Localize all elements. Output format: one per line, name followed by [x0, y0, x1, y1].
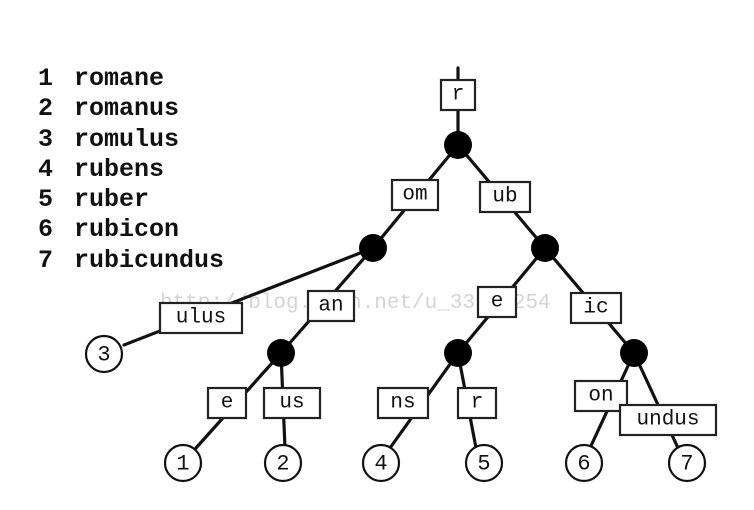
leaf-number: 3 [97, 343, 110, 368]
word-list-item: 2 romanus [38, 94, 224, 124]
edge-labels: r om ub ulus an e us e [158, 78, 718, 437]
label-box [569, 291, 623, 325]
label-text: ns [390, 392, 415, 415]
edge-label-ub: ub [478, 180, 532, 214]
word-text: rubens [74, 154, 165, 184]
leaf-node-3: 3 [84, 334, 124, 374]
label-box [476, 285, 518, 319]
tree-node [359, 234, 387, 262]
word-list-item: 5 ruber [38, 185, 224, 215]
word-number: 5 [38, 185, 54, 215]
word-list: 1 romane 2 romanus 3 romulus 4 rubens 5 ruber… [38, 64, 224, 276]
label-box [158, 301, 244, 335]
leaf-node-4: 4 [361, 443, 401, 483]
label-box [456, 386, 498, 420]
edge-label-om: om [390, 178, 440, 212]
word-number: 3 [38, 124, 54, 154]
edge-label-ic: ic [569, 291, 623, 325]
leaf-number: 7 [680, 452, 693, 477]
tree-node [531, 234, 559, 262]
label-text: an [318, 295, 343, 318]
label-text: e [221, 392, 234, 415]
word-number: 4 [38, 154, 54, 184]
edge-label-ulus: ulus [158, 301, 244, 335]
word-number: 2 [38, 94, 54, 124]
label-box [618, 403, 718, 437]
edge-label-undus: undus [618, 403, 718, 437]
leaf-circle [564, 443, 604, 483]
word-text: rubicon [74, 215, 180, 245]
label-box [206, 386, 248, 420]
tree-nodes [267, 131, 648, 367]
leaf-number: 5 [477, 452, 490, 477]
leaf-circle [361, 443, 401, 483]
leaf-node-2: 2 [263, 443, 303, 483]
edge-label-us: us [262, 386, 322, 420]
word-list-item: 6 rubicon [38, 215, 224, 245]
edge-label-on: on [573, 379, 629, 413]
leaf-nodes: 3 1 2 4 5 6 7 [84, 334, 707, 483]
label-text: on [588, 385, 613, 408]
label-text: e [491, 291, 504, 314]
edge-label-ns: ns [376, 386, 430, 420]
label-text: us [279, 392, 304, 415]
tree-node [444, 131, 472, 159]
word-text: romanus [74, 94, 180, 124]
label-text: r [452, 84, 465, 107]
leaf-number: 4 [374, 452, 387, 477]
label-box [573, 379, 629, 413]
edge-label-e-left: e [206, 386, 248, 420]
label-box [306, 289, 356, 323]
leaf-circle [263, 443, 303, 483]
word-text: rubicundus [74, 245, 225, 275]
label-text: ic [583, 297, 608, 320]
label-box [376, 386, 430, 420]
label-box [439, 78, 477, 112]
label-text: om [402, 184, 427, 207]
leaf-node-7: 7 [667, 443, 707, 483]
word-text: ruber [74, 185, 150, 215]
label-text: ub [492, 186, 517, 209]
label-box [478, 180, 532, 214]
word-text: romulus [74, 124, 180, 154]
tree-node [444, 339, 472, 367]
label-text: undus [636, 409, 699, 432]
leaf-node-1: 1 [163, 443, 203, 483]
word-list-item: 4 rubens [38, 155, 224, 185]
tree-node [620, 339, 648, 367]
label-text: r [471, 392, 484, 415]
tree-node [267, 339, 295, 367]
edge-label-an: an [306, 289, 356, 323]
word-number: 7 [38, 245, 54, 275]
edge-label-r-root: r [439, 78, 477, 112]
watermark-text: http://blog.csdn.net/u_33542254 [160, 292, 551, 315]
word-text: romane [74, 64, 165, 93]
word-list-item: 3 romulus [38, 125, 224, 155]
word-list-item: 1 romane [38, 64, 224, 94]
word-number: 1 [38, 64, 54, 93]
label-box [262, 386, 322, 420]
leaf-circle [84, 334, 124, 374]
leaf-node-5: 5 [464, 443, 504, 483]
word-list-item: 7 rubicundus [38, 246, 224, 276]
leaf-node-6: 6 [564, 443, 604, 483]
leaf-circle [667, 443, 707, 483]
leaf-number: 1 [176, 452, 189, 477]
word-number: 6 [38, 215, 54, 245]
label-box [390, 178, 440, 212]
edge-label-e-right: e [476, 285, 518, 319]
label-text: ulus [176, 307, 226, 330]
edge-label-r-leaf: r [456, 386, 498, 420]
leaf-circle [163, 443, 203, 483]
leaf-circle [464, 443, 504, 483]
leaf-number: 2 [276, 452, 289, 477]
leaf-number: 6 [577, 452, 590, 477]
